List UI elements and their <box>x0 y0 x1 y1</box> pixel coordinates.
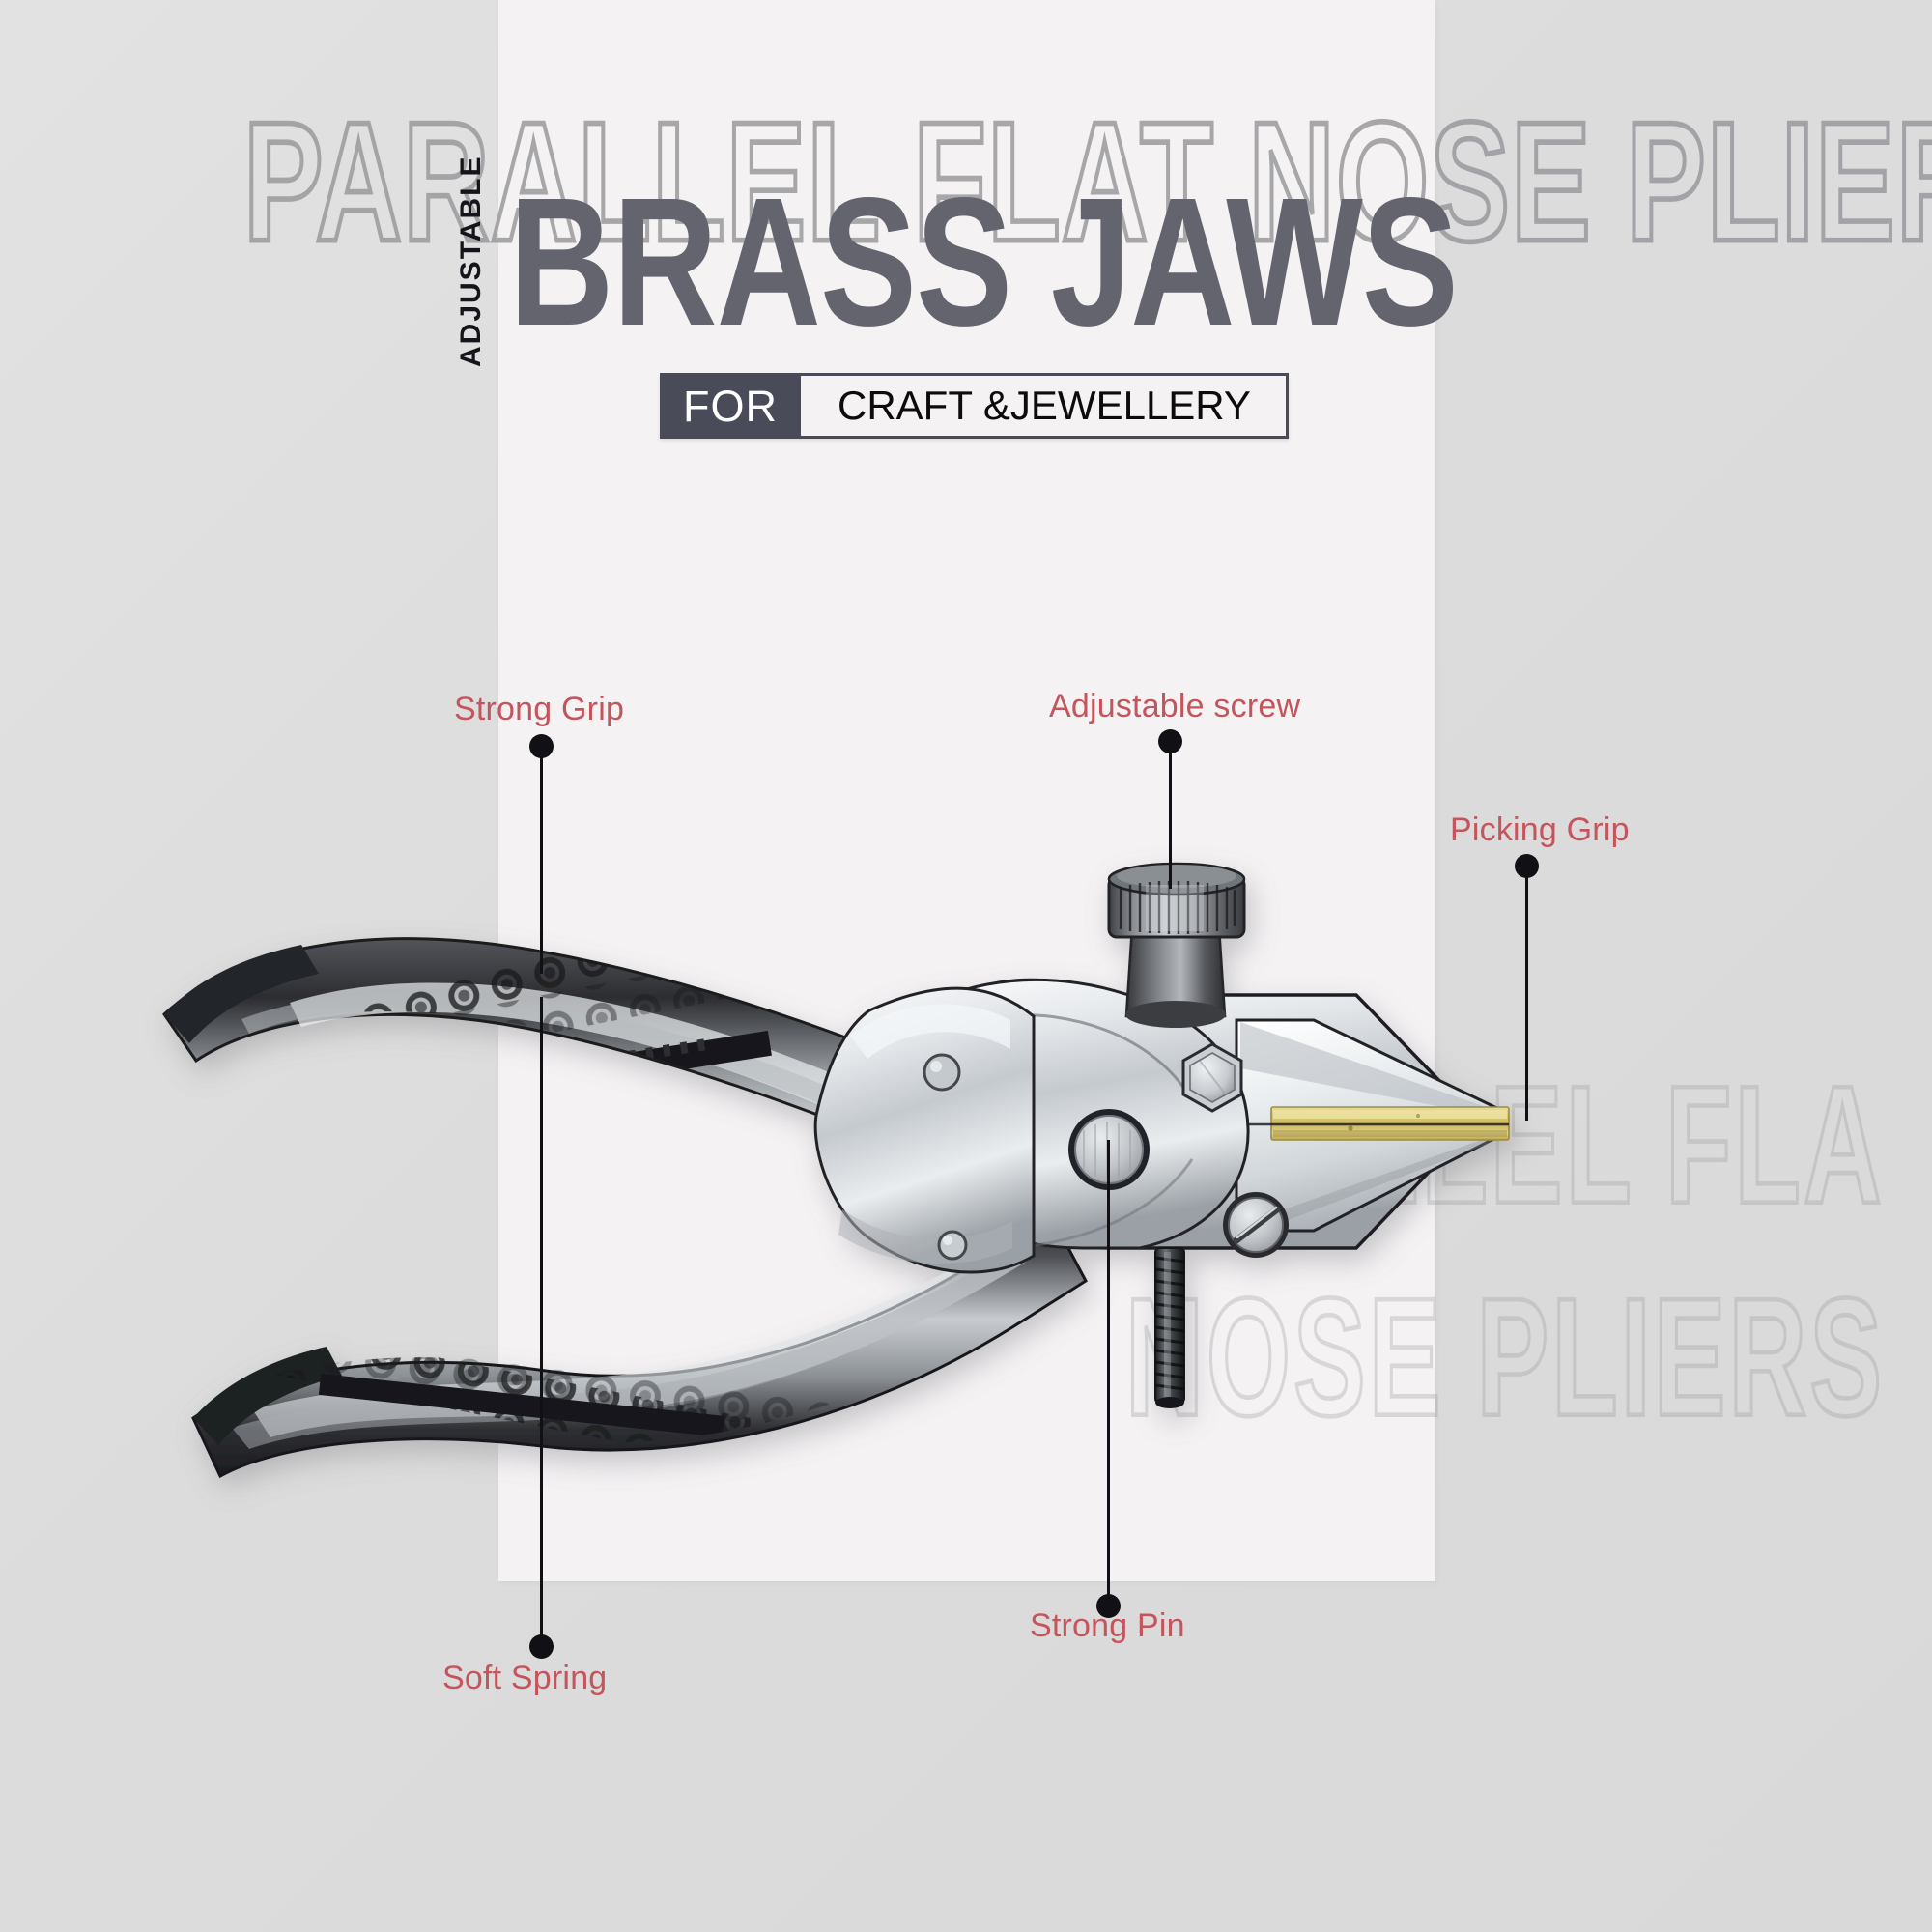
audience-bar-prefix: FOR <box>660 373 801 439</box>
callout-label-soft-spring: Soft Spring <box>442 1660 608 1696</box>
audience-bar: FOR CRAFT &JEWELLERY <box>660 373 1289 439</box>
callout-line-strong-pin <box>1107 1140 1110 1596</box>
callout-label-strong-pin: Strong Pin <box>1030 1607 1185 1644</box>
page-title-kicker: ADJUSTABLE <box>455 155 487 367</box>
callout-line-soft-spring <box>540 997 543 1636</box>
page-title: BRASS JAWS <box>509 158 1459 364</box>
callout-label-picking-grip: Picking Grip <box>1450 811 1630 848</box>
callout-line-strong-grip <box>540 746 543 974</box>
header-block: PARALLEL FLAT NOSE PLIERS BRASS JAWS ADJ… <box>0 0 1932 483</box>
callout-label-strong-grip: Strong Grip <box>454 691 625 727</box>
callout-line-picking-grip <box>1525 866 1528 1121</box>
callout-dot-strong-pin <box>1096 1594 1121 1618</box>
audience-bar-value: CRAFT &JEWELLERY <box>801 373 1289 439</box>
callout-line-adjustable-screw <box>1169 741 1172 889</box>
callout-label-adjustable-screw: Adjustable screw <box>1049 688 1301 724</box>
callout-dot-soft-spring <box>529 1634 554 1659</box>
page-title-outline: PARALLEL FLAT NOSE PLIERS <box>242 88 1932 278</box>
